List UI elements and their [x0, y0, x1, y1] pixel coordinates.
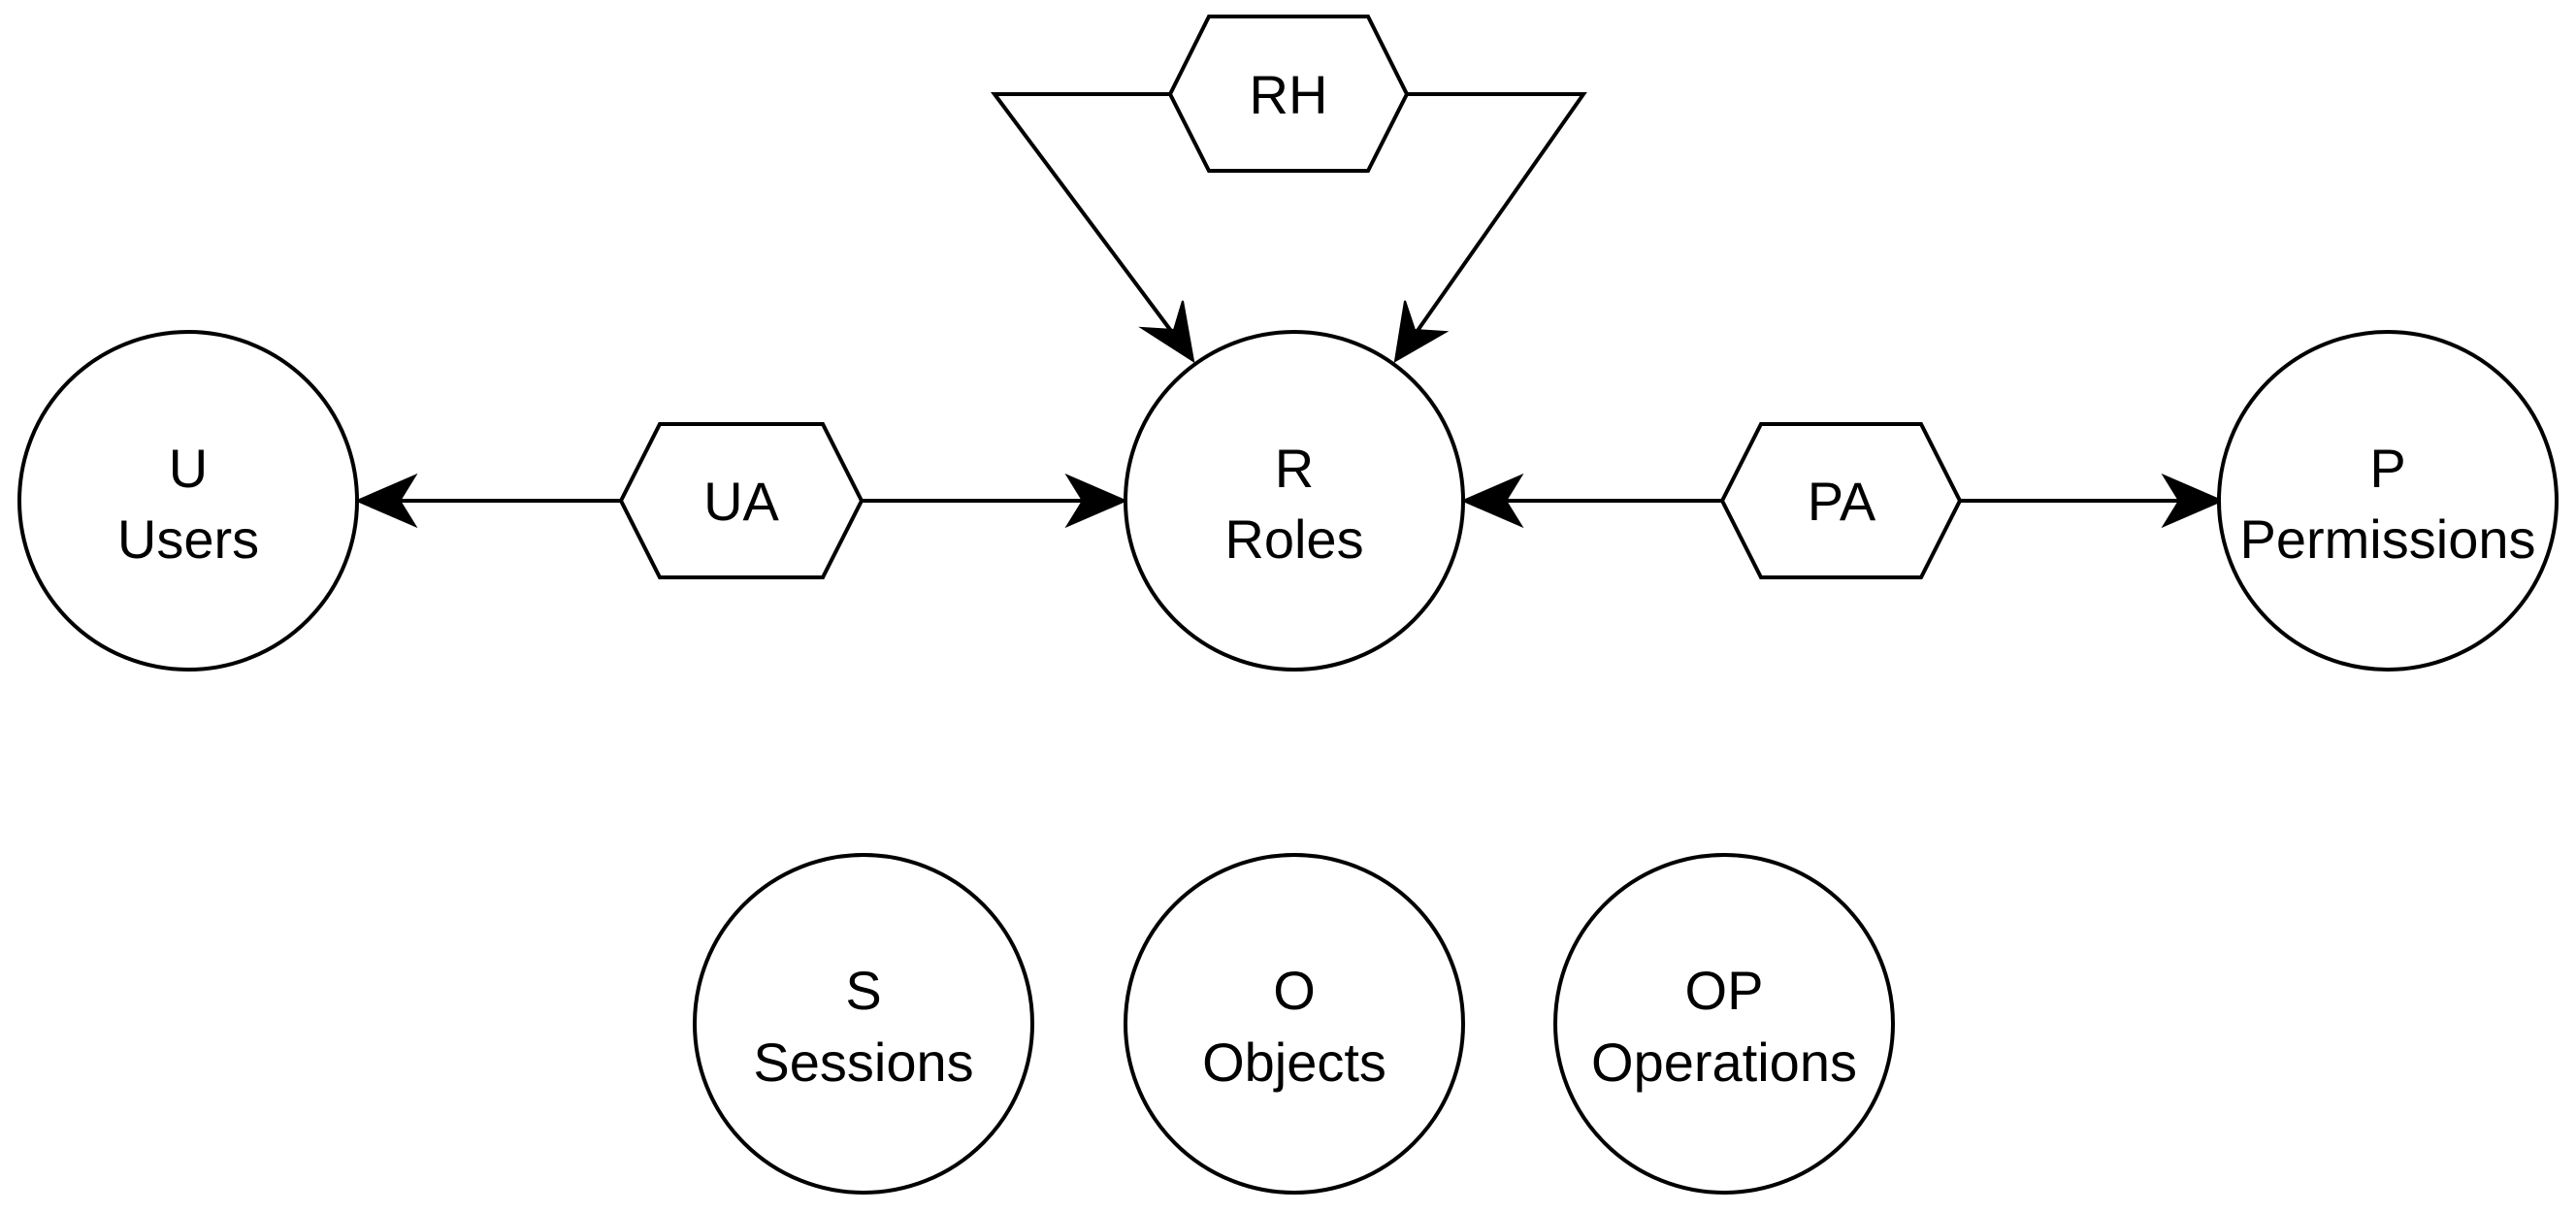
- node-sessions: S Sessions: [693, 853, 1034, 1195]
- node-operations: OP Operations: [1553, 853, 1895, 1195]
- permissions-name: Permissions: [2240, 508, 2536, 570]
- pa-label: PA: [1808, 471, 1876, 532]
- ua-label: UA: [703, 471, 779, 532]
- rh-label: RH: [1250, 64, 1328, 125]
- relation-rh: RH: [1167, 15, 1410, 173]
- pa-hexagon: [1719, 422, 1963, 579]
- operations-abbr: OP: [1685, 960, 1764, 1021]
- node-users: U Users: [17, 330, 359, 672]
- ua-hexagon: [618, 422, 864, 579]
- permissions-circle: [2217, 330, 2559, 672]
- arrowhead-roles-from-rh-left: [1138, 300, 1195, 364]
- edge-rh-left-to-roles: [991, 92, 1176, 337]
- arrowhead-roles-from-pa: [1460, 473, 1524, 529]
- users-circle: [17, 330, 359, 672]
- rh-hexagon: [1167, 15, 1410, 173]
- sessions-abbr: S: [845, 960, 881, 1021]
- relation-ua: UA: [618, 422, 864, 579]
- operations-name: Operations: [1591, 1032, 1857, 1093]
- node-permissions: P Permissions: [2217, 330, 2559, 672]
- objects-circle: [1124, 853, 1465, 1195]
- relation-pa: PA: [1719, 422, 1963, 579]
- sessions-name: Sessions: [753, 1032, 973, 1093]
- node-roles: R Roles: [1124, 330, 1465, 672]
- objects-name: Objects: [1202, 1032, 1386, 1093]
- users-abbr: U: [169, 438, 208, 499]
- arrowhead-permissions: [2161, 473, 2225, 529]
- node-objects: O Objects: [1124, 853, 1465, 1195]
- roles-circle: [1124, 330, 1465, 672]
- edges: [354, 92, 2225, 529]
- roles-abbr: R: [1275, 438, 1314, 499]
- permissions-abbr: P: [2369, 438, 2405, 499]
- arrowhead-roles-from-rh-right: [1393, 300, 1450, 363]
- sessions-circle: [693, 853, 1034, 1195]
- roles-name: Roles: [1224, 508, 1363, 570]
- objects-abbr: O: [1273, 960, 1316, 1021]
- operations-circle: [1553, 853, 1895, 1195]
- users-name: Users: [117, 508, 259, 570]
- arrowhead-roles-from-ua: [1064, 473, 1128, 529]
- arrowhead-users: [354, 473, 418, 529]
- edge-rh-right-to-roles: [1407, 92, 1587, 337]
